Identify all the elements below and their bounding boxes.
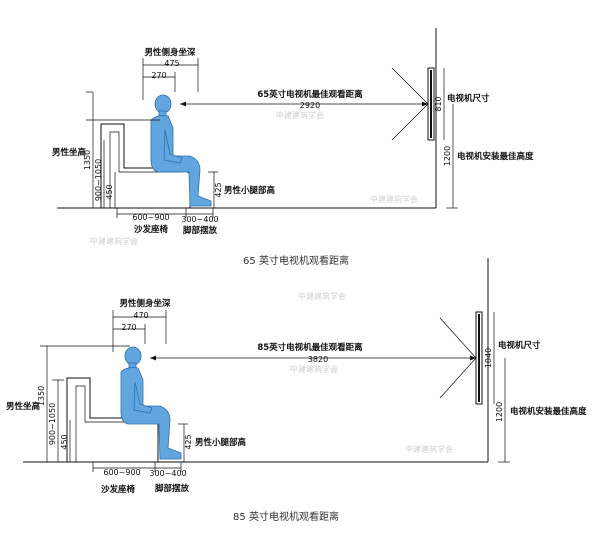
dim-300-400: 300~400 [181,215,218,224]
caption-85: 85 英寸电视机观看距离 [233,510,339,523]
watermark: 中建建筑学会 [370,194,418,204]
label-feet: 脚部摆放 [183,225,218,236]
watermark: 中建建筑学会 [298,291,346,301]
label-depth: 男性侧身坐深 [144,47,196,58]
watermark: 中建建筑学会 [276,110,324,120]
label-sofa: 沙发座椅 [134,224,169,235]
diagram-85-inch: 470 270 男性侧身坐深 85英寸电视机最佳观看距离 3820 1040 电… [6,258,587,523]
dim-900-1050: 900~1050 [48,403,57,445]
label-view-distance: 85英寸电视机最佳观看距离 [257,342,363,353]
label-feet: 脚部摆放 [155,483,190,494]
dim-450: 450 [105,184,114,199]
dim-450: 450 [60,434,69,449]
dim-600-900: 600~900 [103,468,140,477]
label-depth: 男性侧身坐深 [119,298,171,309]
depth-dimension: 475 270 男性侧身坐深 [142,47,199,100]
tv-set [427,67,435,141]
label-calf: 男性小腿部高 [224,185,276,196]
dim-900-1050: 900~1050 [94,159,103,201]
left-height-dimensions: 1350 900~1050 450 男性坐高 [52,91,160,208]
dim-1350: 1350 [37,386,46,406]
label-install: 电视机安装最佳高度 [510,406,587,417]
watermark: 中建建筑学会 [405,444,453,454]
tv-set [475,311,483,405]
label-seat-height: 男性坐高 [52,147,87,158]
dim-tv: 810 [434,96,443,111]
dim-tv: 1040 [484,348,493,368]
dim-depth: 475 [164,59,179,68]
label-tv: 电视机尺寸 [498,340,541,351]
watermark: 中建建筑学会 [90,236,138,246]
dim-install: 1200 [495,402,504,422]
label-sofa: 沙发座椅 [101,484,136,495]
bottom-dimensions: 600~900 300~400 沙发座椅 脚部摆放 [92,462,190,495]
dim-425: 425 [184,434,193,449]
dim-425: 425 [214,182,223,197]
viewing-distance-dimension: 85英寸电视机最佳观看距离 3820 [150,342,476,364]
diagram-65-inch: 475 270 男性侧身坐深 65英寸电视机最佳观看距离 2920 810 电视… [52,28,534,267]
label-install: 电视机安装最佳高度 [457,151,534,162]
seated-person [120,346,182,460]
dim-distance: 3820 [308,355,328,364]
dim-600-900: 600~900 [132,213,169,222]
label-seat-height: 男性坐高 [6,401,41,412]
dim-depth: 470 [133,311,148,320]
dim-install: 1200 [443,146,452,166]
viewing-distance-dimension: 65英寸电视机最佳观看距离 2920 [180,89,428,110]
label-calf: 男性小腿部高 [195,437,247,448]
label-view-distance: 65英寸电视机最佳观看距离 [257,89,363,100]
dim-depth-inner: 270 [121,323,136,332]
watermark: 中建建筑学会 [290,364,338,374]
depth-dimension: 470 270 男性侧身坐深 [112,298,171,352]
seated-person [150,94,212,207]
left-height-dimensions: 1350 900~1050 450 男性坐高 [6,345,130,462]
caption-65: 65 英寸电视机观看距离 [243,254,349,267]
label-tv: 电视机尺寸 [447,93,490,104]
dim-distance: 2920 [300,101,320,110]
dim-300-400: 300~400 [149,469,186,478]
dim-1350: 1350 [83,150,92,170]
dim-depth-inner: 270 [151,71,166,80]
bottom-dimensions: 600~900 300~400 沙发座椅 脚部摆放 [116,208,219,236]
